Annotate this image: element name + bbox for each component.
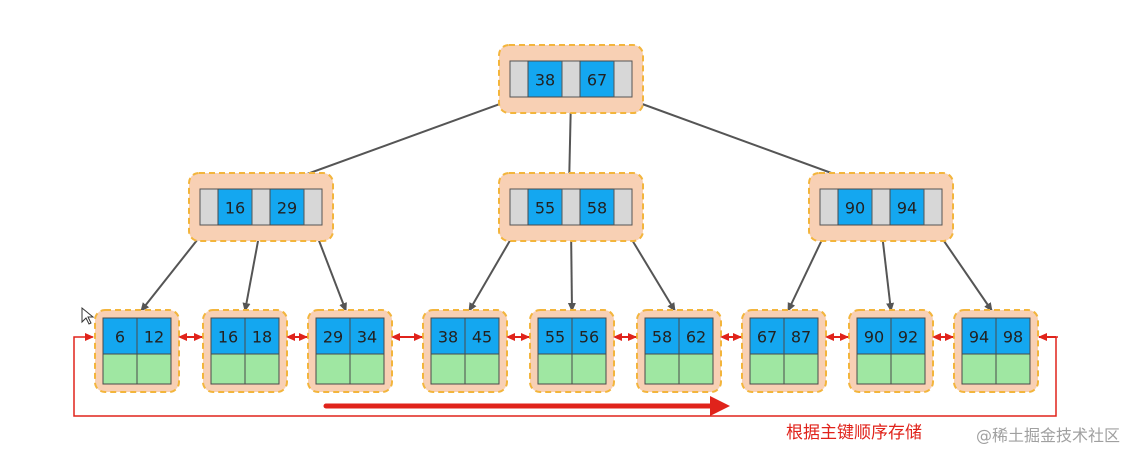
pointer-cell xyxy=(561,60,581,98)
key-cell xyxy=(217,188,253,226)
leaf-links xyxy=(73,333,1058,417)
key-label: 16 xyxy=(218,328,238,347)
key-label: 94 xyxy=(897,199,917,218)
key-label: 6 xyxy=(115,328,125,347)
key-cell xyxy=(269,188,305,226)
pointer-cell xyxy=(923,188,943,226)
pointer-cell xyxy=(509,188,529,226)
leaf-node-5: 55 56 xyxy=(529,309,615,393)
internal-node-3: 90 94 xyxy=(808,172,954,242)
leaf-node-4: 38 45 xyxy=(422,309,508,393)
cursor-icon xyxy=(81,306,95,325)
key-label: 34 xyxy=(357,328,377,347)
key-label: 12 xyxy=(144,328,164,347)
leaf-node-8: 90 92 xyxy=(848,309,934,393)
key-label: 55 xyxy=(545,328,565,347)
data-cell xyxy=(890,353,926,385)
data-cell xyxy=(315,353,351,385)
data-cell xyxy=(678,353,714,385)
data-cell xyxy=(102,353,138,385)
data-cell xyxy=(995,353,1031,385)
data-cell xyxy=(749,353,785,385)
leaf-node-9: 94 98 xyxy=(953,309,1039,393)
key-label: 87 xyxy=(791,328,811,347)
key-cell xyxy=(349,317,385,355)
pointer-cell xyxy=(613,188,633,226)
key-label: 94 xyxy=(969,328,989,347)
pointer-cell xyxy=(819,188,839,226)
key-cell xyxy=(579,60,615,98)
key-cell xyxy=(579,188,615,226)
key-label: 56 xyxy=(579,328,599,347)
caption-text: 根据主键顺序存储 xyxy=(786,423,922,443)
data-cell xyxy=(136,353,172,385)
key-label: 90 xyxy=(845,199,865,218)
key-label: 38 xyxy=(535,71,555,90)
data-cell xyxy=(644,353,680,385)
pointer-cell xyxy=(871,188,891,226)
data-cell xyxy=(571,353,607,385)
pointer-cell xyxy=(303,188,323,226)
data-cell xyxy=(961,353,997,385)
leaf-loop-line xyxy=(73,333,1058,417)
data-cell xyxy=(349,353,385,385)
key-cell xyxy=(571,317,607,355)
key-cell xyxy=(961,317,997,355)
leaf-node-3: 29 34 xyxy=(307,309,393,393)
key-label: 18 xyxy=(252,328,272,347)
key-cell xyxy=(315,317,351,355)
key-label: 90 xyxy=(864,328,884,347)
data-cell xyxy=(244,353,280,385)
leaf-node-7: 67 87 xyxy=(741,309,827,393)
data-cell xyxy=(430,353,466,385)
key-label: 92 xyxy=(898,328,918,347)
key-label: 62 xyxy=(686,328,706,347)
key-cell xyxy=(783,317,819,355)
key-cell xyxy=(644,317,680,355)
key-label: 58 xyxy=(652,328,672,347)
key-label: 55 xyxy=(535,199,555,218)
sequence-arrow-head xyxy=(710,396,730,416)
leaf-node-1: 6 12 xyxy=(94,309,180,393)
data-cell xyxy=(464,353,500,385)
internal-node-2: 55 58 xyxy=(498,172,644,242)
key-label: 29 xyxy=(323,328,343,347)
data-cell xyxy=(856,353,892,385)
key-label: 67 xyxy=(587,71,607,90)
key-cell xyxy=(464,317,500,355)
pointer-cell xyxy=(199,188,219,226)
pointer-cell xyxy=(613,60,633,98)
data-cell xyxy=(537,353,573,385)
key-cell xyxy=(889,188,925,226)
pointer-cell xyxy=(561,188,581,226)
watermark-text: @稀土掘金技术社区 xyxy=(976,426,1120,445)
data-cell xyxy=(783,353,819,385)
leaf-node-6: 58 62 xyxy=(636,309,722,393)
key-cell xyxy=(210,317,246,355)
pointer-cell xyxy=(509,60,529,98)
root-node: 38 67 xyxy=(498,44,644,114)
key-label: 45 xyxy=(472,328,492,347)
data-cell xyxy=(210,353,246,385)
key-label: 98 xyxy=(1003,328,1023,347)
key-cell xyxy=(995,317,1031,355)
key-label: 38 xyxy=(438,328,458,347)
key-cell xyxy=(537,317,573,355)
key-label: 16 xyxy=(225,199,245,218)
key-label: 58 xyxy=(587,199,607,218)
pointer-cell xyxy=(251,188,271,226)
key-label: 67 xyxy=(757,328,777,347)
key-label: 29 xyxy=(277,199,297,218)
